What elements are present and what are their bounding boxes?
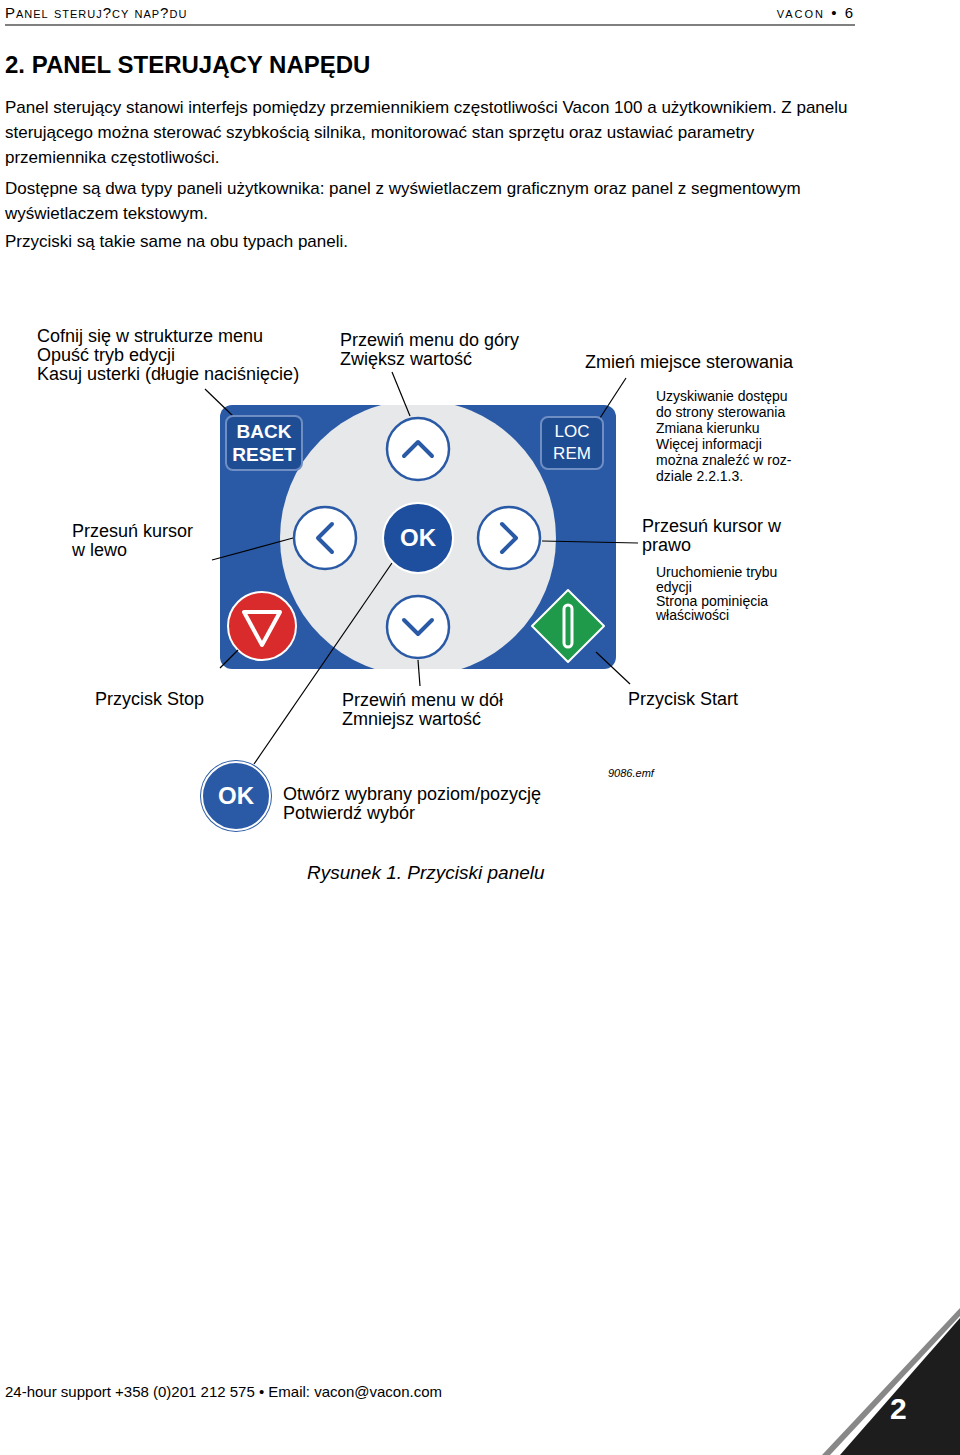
running-header: Panel steruj?cy nap?du (5, 4, 187, 21)
stop-symbol (244, 612, 280, 645)
callout-note: Uzyskiwanie dostępu (656, 388, 788, 404)
start-button (532, 590, 604, 662)
callout-text: Przycisk Start (628, 689, 738, 710)
figure-caption: Rysunek 1. Przyciski panelu (307, 862, 545, 884)
callout-note: Więcej informacji (656, 436, 762, 452)
callout-text: Potwierdź wybór (283, 803, 415, 824)
callout-note: edycji (656, 579, 692, 595)
button-label: LOC REM (547, 421, 597, 465)
callout-note: do strony sterowania (656, 404, 785, 420)
page-number: 2 (890, 1392, 907, 1426)
callout-text: Przesuń kursor (72, 521, 193, 542)
callout-text: Przycisk Stop (95, 689, 204, 710)
callout-text: Kasuj usterki (długie naciśnięcie) (37, 364, 299, 385)
callout-note: Uruchomienie trybu (656, 564, 777, 580)
page-corner (840, 1318, 960, 1455)
header-rule (5, 25, 855, 26)
body-paragraph: Przyciski są takie same na obu typach pa… (5, 232, 348, 252)
arrow-chevrons (318, 442, 516, 634)
leader-lines (205, 372, 638, 764)
arrow-buttons (294, 418, 540, 658)
callout-text: Cofnij się w strukturze menu (37, 326, 263, 347)
callout-text: w lewo (72, 540, 127, 561)
callout-note: Zmiana kierunku (656, 420, 760, 436)
stop-button (228, 592, 296, 660)
callout-text: prawo (642, 535, 691, 556)
callout-text: Opuść tryb edycji (37, 345, 175, 366)
ok-button: OK (382, 502, 454, 574)
loc-rem-button: LOC REM (540, 416, 604, 470)
callout-text: Przewiń menu do góry (340, 330, 519, 351)
callout-text: Przewiń menu w dół (342, 690, 503, 711)
button-label: OK (218, 782, 254, 810)
start-symbol (564, 605, 572, 647)
callout-text: Zmień miejsce sterowania (585, 352, 793, 373)
button-label: BACK RESET (232, 420, 296, 466)
file-name: 9086.emf (608, 767, 654, 779)
callout-text: Zwiększ wartość (340, 349, 472, 370)
section-title: 2. PANEL STERUJĄCY NAPĘDU (5, 51, 370, 79)
button-label: OK (400, 524, 436, 552)
ok-icon: OK (201, 761, 271, 831)
page-footer: 24-hour support +358 (0)201 212 575 • Em… (5, 1383, 442, 1400)
callout-text: Otwórz wybrany poziom/pozycję (283, 784, 541, 805)
callout-note: Strona pominięcia (656, 593, 768, 609)
callout-note: można znaleźć w roz- (656, 452, 791, 468)
keypad-body (220, 405, 616, 669)
page-header-number: vacon • 6 (777, 4, 855, 21)
body-paragraph: Dostępne są dwa typy paneli użytkownika:… (5, 176, 855, 226)
body-paragraph: Panel sterujący stanowi interfejs pomięd… (5, 95, 855, 170)
callout-note: dziale 2.2.1.3. (656, 468, 743, 484)
callout-text: Zmniejsz wartość (342, 709, 481, 730)
back-reset-button: BACK RESET (225, 415, 303, 471)
page-corner-stripe (822, 1308, 960, 1455)
callout-note: właściwości (656, 607, 729, 623)
callout-text: Przesuń kursor w (642, 516, 781, 537)
navigation-ring (280, 405, 556, 669)
